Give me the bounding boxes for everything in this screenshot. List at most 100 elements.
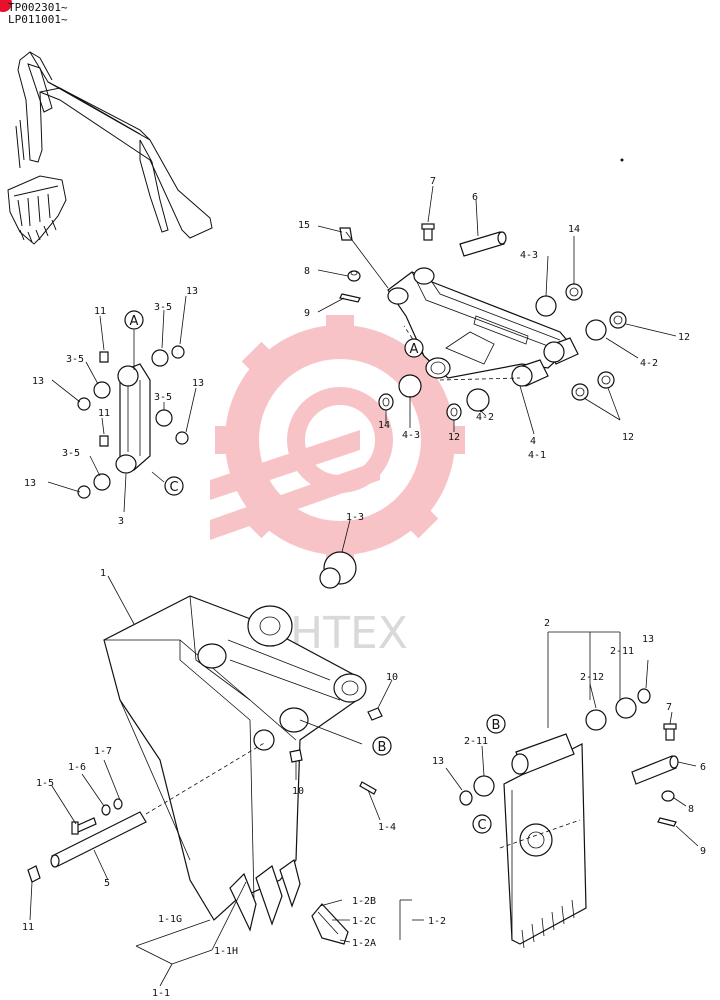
- callout-14-lower: 14: [378, 420, 390, 431]
- ref-b-label: B: [378, 740, 387, 755]
- serial-line-2: LP011001~: [8, 13, 68, 26]
- callout-1-2A: 1-2A: [352, 938, 376, 949]
- callout-10-a: 10: [386, 672, 398, 683]
- callout-1-3: 1-3: [346, 512, 364, 523]
- excavator-thumbnail: [7, 51, 213, 245]
- callout-12-lower: 12: [448, 432, 460, 443]
- callout-4-2-lower: 4-2: [476, 412, 494, 423]
- callout-6: 6: [472, 192, 478, 203]
- stray-dot: [620, 158, 624, 162]
- bolt-7-lower: [663, 723, 677, 741]
- callout-1-2: 1-2: [428, 916, 446, 927]
- clip-9-lower: [657, 817, 677, 827]
- bushings-2-11-2-12: [459, 688, 651, 806]
- pin-b-stick: [511, 733, 575, 775]
- arm-link-assembly: [387, 267, 579, 387]
- callout-14-upper: 14: [568, 224, 580, 235]
- callout-1-5: 1-5: [36, 778, 54, 789]
- ref-circle-c-link: C: [164, 476, 184, 496]
- callout-11-link-2: 11: [98, 408, 110, 419]
- callout-3-5-c: 3-5: [154, 392, 172, 403]
- stick-c-line: [499, 819, 581, 849]
- callout-4-3-lower: 4-3: [402, 430, 420, 441]
- bushing-4-2-upper: [585, 319, 607, 341]
- nut-8-upper: [347, 270, 361, 282]
- callout-13-f: 13: [432, 756, 444, 767]
- callout-1-4: 1-4: [378, 822, 396, 833]
- callout-1-2C: 1-2C: [352, 916, 376, 927]
- callout-8: 8: [304, 266, 310, 277]
- callout-12-right: 12: [678, 332, 690, 343]
- callout-8-lower: 8: [688, 804, 694, 815]
- callout-4-2-right: 4-2: [640, 358, 658, 369]
- callout-12-lower-right: 12: [622, 432, 634, 443]
- callout-2-11-lower: 2-11: [464, 736, 488, 747]
- callout-9: 9: [304, 308, 310, 319]
- side-link-bushings: [77, 345, 189, 499]
- nut-1-7: [113, 798, 123, 810]
- callout-4-1: 4-1: [528, 450, 546, 461]
- plug-10-b: [289, 749, 303, 763]
- callout-13-c: 13: [192, 378, 204, 389]
- callout-3-5-a: 3-5: [154, 302, 172, 313]
- callout-11-bucket: 11: [22, 922, 34, 933]
- shim-14-lower: [378, 393, 394, 411]
- callout-2: 2: [544, 618, 550, 629]
- ref-circle-c-stick: C: [472, 814, 492, 834]
- bolt-1-5: [71, 817, 97, 835]
- serial-header: TP002301~ LP011001~: [8, 2, 68, 26]
- callout-1-7: 1-7: [94, 746, 112, 757]
- ref-circle-a-arm: A: [404, 338, 424, 358]
- shim-14-upper: [565, 283, 583, 301]
- ref-circle-b-stick: B: [486, 714, 506, 734]
- callout-7: 7: [430, 176, 436, 187]
- callout-3: 3: [118, 516, 124, 527]
- bushing-4-3-lower: [398, 374, 422, 398]
- ref-a-label: A: [130, 314, 139, 329]
- side-link-3: [115, 363, 151, 474]
- shim-12-lower: [446, 403, 462, 421]
- pin-5: [50, 811, 147, 868]
- bolt-7-upper: [421, 223, 435, 241]
- callout-15: 15: [298, 220, 310, 231]
- callout-9-lower: 9: [700, 846, 706, 857]
- bushing-1-3: [319, 551, 357, 589]
- ref-circle-a-link: A: [124, 310, 144, 330]
- pin-6-lower: [631, 755, 679, 785]
- plug-10-a: [367, 707, 383, 721]
- serial-line-1: TP002301~: [8, 1, 68, 14]
- callout-1-2B: 1-2B: [352, 896, 376, 907]
- callout-13-d: 13: [24, 478, 36, 489]
- ref-c-label: C: [170, 480, 179, 495]
- leader-lines: [29, 185, 699, 987]
- ref-circle-b-bucket: B: [372, 736, 392, 756]
- tooth-1-2-set: [311, 903, 349, 945]
- nut-8-lower: [661, 790, 675, 802]
- callout-1-6: 1-6: [68, 762, 86, 773]
- bushing-4-2-lower: [466, 388, 490, 412]
- callout-4: 4: [530, 436, 536, 447]
- shims-12-right: [571, 371, 615, 401]
- callout-7-lower: 7: [666, 702, 672, 713]
- shim-12-upper: [609, 311, 627, 329]
- callout-2-11-upper: 2-11: [610, 646, 634, 657]
- pin-6-upper: [459, 231, 507, 257]
- callout-3-5-d: 3-5: [62, 448, 80, 459]
- ref-b-label-2: B: [492, 718, 501, 733]
- callout-1-1H: 1-1H: [214, 946, 238, 957]
- ref-c-label-2: C: [478, 818, 487, 833]
- callout-1-1: 1-1: [152, 988, 170, 999]
- callout-11-link: 11: [94, 306, 106, 317]
- callout-3-5-b: 3-5: [66, 354, 84, 365]
- callout-2-12: 2-12: [580, 672, 604, 683]
- pin-1-4: [359, 781, 377, 795]
- callout-13-b: 13: [32, 376, 44, 387]
- callout-5: 5: [104, 878, 110, 889]
- callout-1-1G: 1-1G: [158, 914, 182, 925]
- clip-9-upper: [339, 293, 361, 303]
- pin-5-axis-line: [145, 741, 267, 815]
- corner-marker: [0, 0, 12, 12]
- callout-13-e: 13: [642, 634, 654, 645]
- callout-4-3-upper: 4-3: [520, 250, 538, 261]
